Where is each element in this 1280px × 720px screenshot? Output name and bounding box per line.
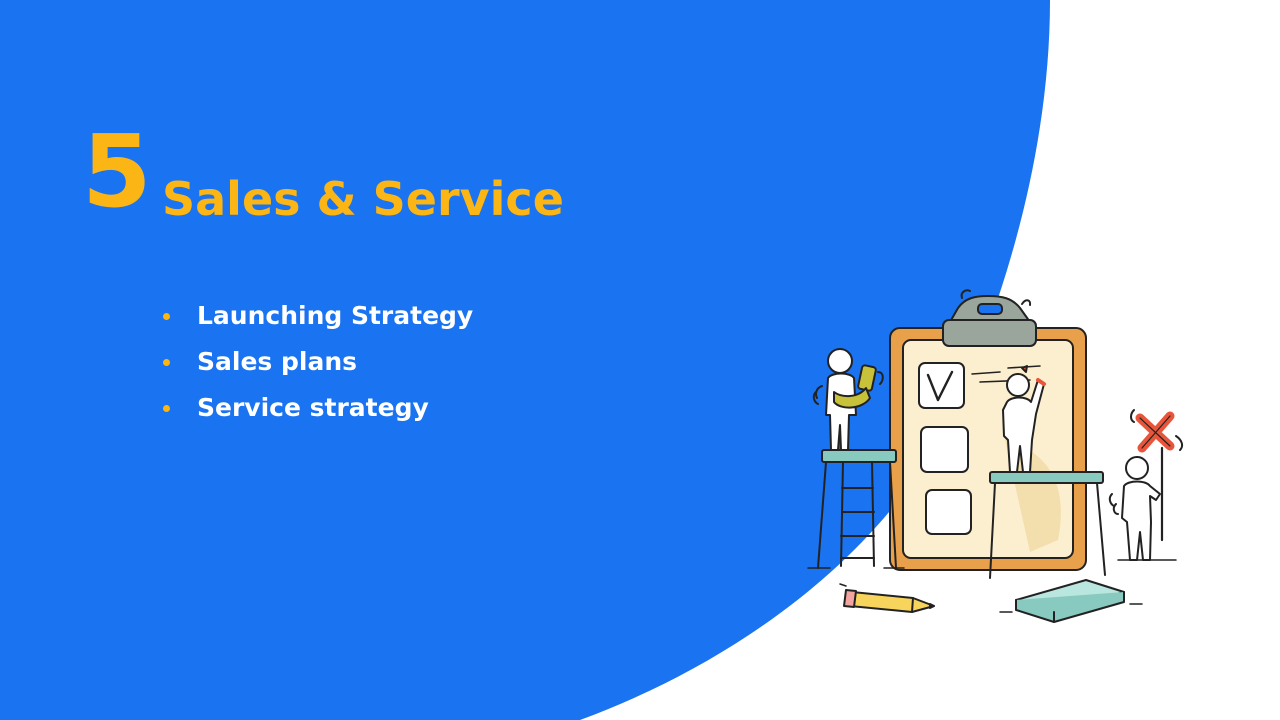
bullet-text: Service strategy	[197, 393, 429, 422]
person-icon	[1002, 365, 1046, 473]
pencil-icon	[843, 589, 935, 613]
person-icon	[812, 348, 884, 451]
bullet-dot	[163, 405, 170, 412]
clipboard-icon	[889, 289, 1087, 571]
bullet-list: Launching Strategy Sales plans Service s…	[160, 298, 473, 436]
section-title: Sales & Service	[162, 172, 564, 226]
person-icon	[1108, 456, 1161, 561]
bullet-dot	[163, 359, 170, 366]
section-number: 5	[82, 113, 152, 230]
checkmark-icon	[918, 362, 965, 409]
checkbox-empty	[920, 426, 969, 473]
bullet-item: Launching Strategy	[160, 298, 473, 344]
platform	[989, 471, 1106, 579]
bullet-dot	[163, 313, 170, 320]
tray-icon	[1015, 579, 1125, 623]
ladder-icon	[817, 449, 897, 569]
cross-mark-icon	[1130, 409, 1184, 542]
bullet-text: Launching Strategy	[197, 301, 474, 330]
bullet-item: Sales plans	[160, 344, 473, 390]
checkbox-empty	[925, 489, 972, 535]
bullet-text: Sales plans	[197, 347, 357, 376]
clipboard-team-illustration	[807, 289, 1184, 623]
bullet-item: Service strategy	[160, 390, 473, 436]
